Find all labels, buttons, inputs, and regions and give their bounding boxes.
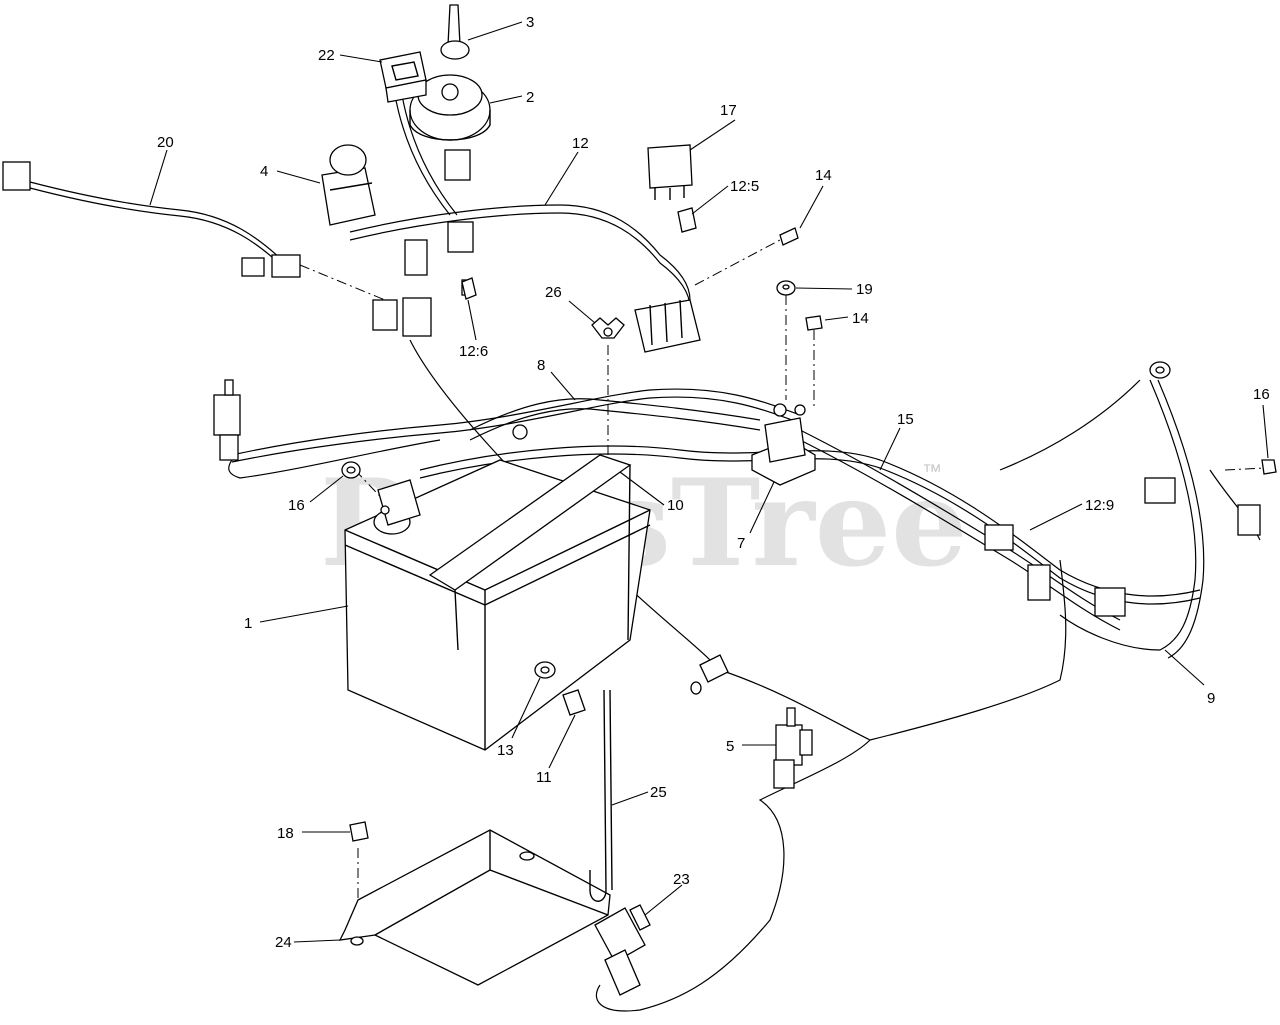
callout-1: 1: [244, 615, 252, 632]
battery: [344, 424, 651, 751]
starter-solenoid: [751, 403, 816, 486]
interlock-switch-left: [213, 379, 241, 461]
callout-19: 19: [856, 281, 873, 298]
callout-16b: 16: [1253, 386, 1270, 403]
callout-23: 23: [673, 871, 690, 888]
callout-2: 2: [526, 89, 534, 106]
fuse: [677, 207, 697, 233]
pto-switch: [321, 144, 376, 226]
callout-4: 4: [260, 163, 268, 180]
fuse-block: [634, 299, 701, 353]
callout-26: 26: [545, 284, 562, 301]
callout-22: 22: [318, 47, 335, 64]
callout-14b: 14: [852, 310, 869, 327]
callout-15: 15: [897, 411, 914, 428]
bullet-connector: [690, 654, 729, 695]
battery-tray: [338, 829, 611, 986]
callout-24: 24: [275, 934, 292, 951]
ignition-switch: [409, 74, 491, 141]
leader-lines: [149, 21, 1269, 943]
callout-8: 8: [537, 357, 545, 374]
callout-20: 20: [157, 134, 174, 151]
callout-7: 7: [737, 535, 745, 552]
watermark-trademark: ™: [922, 461, 942, 483]
callout-18: 18: [277, 825, 294, 842]
callout-12-5: 12:5: [730, 178, 759, 195]
callout-9: 9: [1207, 690, 1215, 707]
hardware: [341, 227, 1277, 842]
callout-25: 25: [650, 784, 667, 801]
harness-connectors: [2, 149, 1261, 617]
callout-11: 11: [536, 769, 552, 786]
callout-16a: 16: [288, 497, 305, 514]
ignition-key: [440, 4, 470, 60]
callout-3: 3: [526, 14, 534, 31]
callout-17: 17: [720, 102, 737, 119]
callout-14a: 14: [815, 167, 832, 184]
callout-10: 10: [667, 497, 684, 514]
callout-13: 13: [497, 742, 514, 759]
callout-labels: 1 2 3 4 5 7 8 9 10 11 12 12:5 12:6 12:9 …: [157, 14, 1270, 951]
relay: [647, 144, 693, 200]
callout-12-9: 12:9: [1085, 497, 1114, 514]
callout-5: 5: [726, 738, 734, 755]
callout-12: 12: [572, 135, 589, 152]
interlock-switch-23: [594, 904, 651, 996]
battery-hold-rod: [589, 689, 613, 902]
hour-meter: [379, 51, 427, 103]
interlock-switch-5: [773, 707, 813, 789]
callout-12-6: 12:6: [459, 343, 488, 360]
